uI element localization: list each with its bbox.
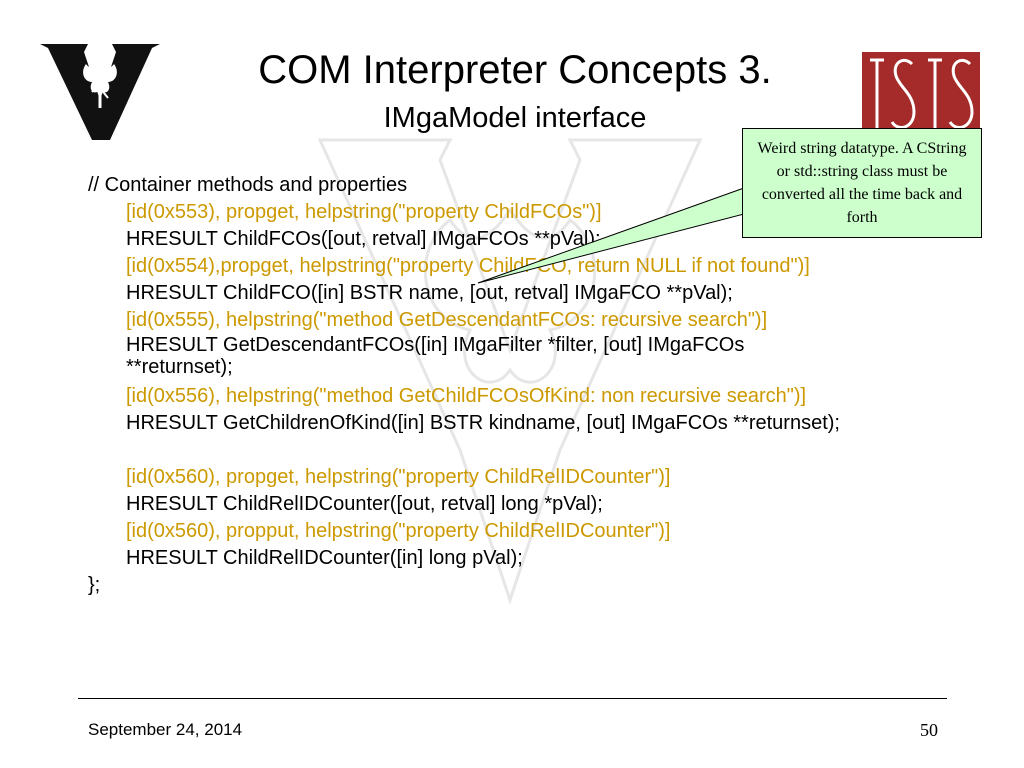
code-signature-line: HRESULT ChildRelIDCounter([in] long pVal… (126, 547, 523, 569)
code-attribute-line: [id(0x556), helpstring("method GetChildF… (126, 385, 807, 407)
callout-note: Weird string datatype. A CString or std:… (742, 128, 982, 238)
page-number: 50 (920, 720, 938, 740)
vanderbilt-v-logo-icon (40, 44, 160, 140)
code-attribute-line: [id(0x555), helpstring("method GetDescen… (126, 309, 768, 331)
code-signature-line: HRESULT ChildRelIDCounter([out, retval] … (126, 493, 603, 515)
code-signature-line: HRESULT ChildFCO([in] BSTR name, [out, r… (126, 282, 733, 304)
code-attribute-line: [id(0x560), propput, helpstring("propert… (126, 520, 671, 542)
code-attribute-line: [id(0x560), propget, helpstring("propert… (126, 466, 671, 488)
code-spacer (88, 437, 968, 464)
footer-divider (78, 698, 947, 699)
code-comment: // Container methods and properties (88, 174, 408, 196)
code-attribute-line: [id(0x554),propget, helpstring("property… (126, 255, 810, 277)
code-signature-line: HRESULT GetDescendantFCOs([in] IMgaFilte… (126, 334, 745, 378)
footer-date: September 24, 2014 (88, 720, 243, 739)
code-signature-line: HRESULT GetChildrenOfKind([in] BSTR kind… (126, 412, 840, 434)
code-closing-brace: }; (88, 574, 101, 596)
slide-subtitle: IMgaModel interface (383, 102, 647, 134)
slide-title: COM Interpreter Concepts 3. (258, 48, 772, 92)
